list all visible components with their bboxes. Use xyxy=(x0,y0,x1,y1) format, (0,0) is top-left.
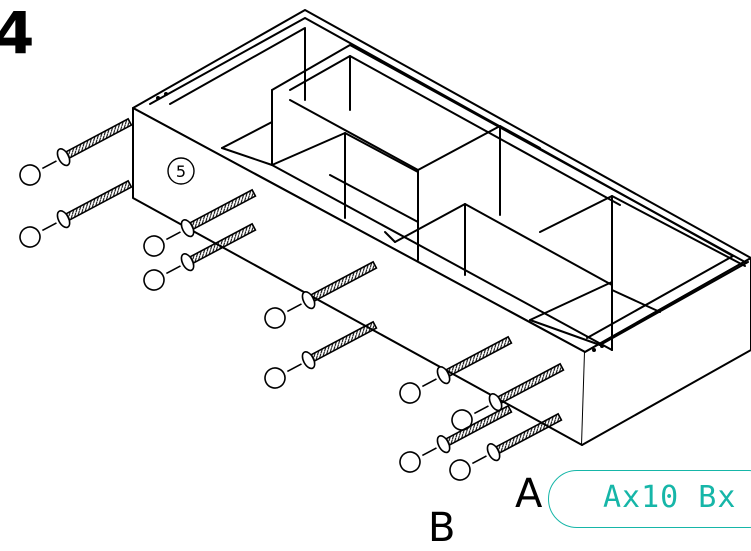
part-label-a: A xyxy=(515,471,543,517)
part-label-b: B xyxy=(428,505,456,551)
step-number: 4 xyxy=(0,0,35,67)
part-number-label: 5 xyxy=(176,162,186,181)
part-number-circle xyxy=(167,157,195,185)
quantity-badge xyxy=(548,470,751,528)
quantity-text: Ax10 Bx xyxy=(603,480,737,515)
